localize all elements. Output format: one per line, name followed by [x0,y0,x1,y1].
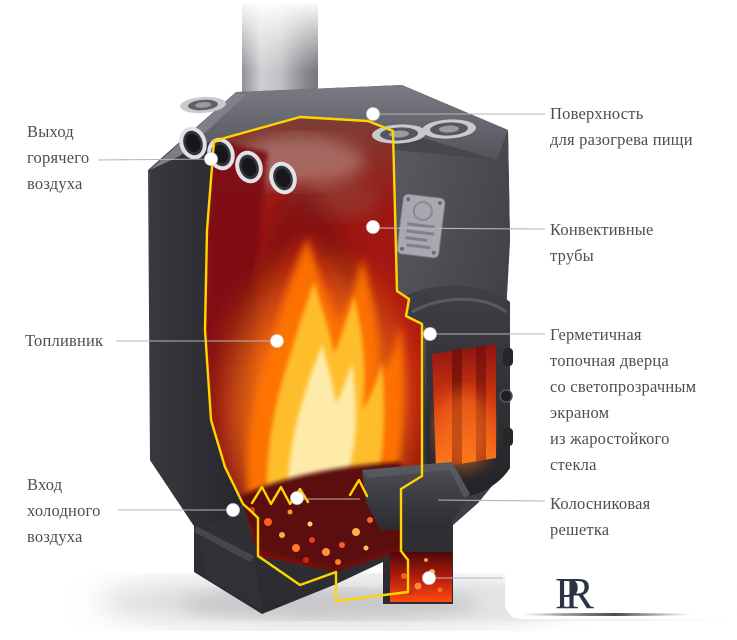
callout-dot-hot-air [204,152,218,166]
label-fire-door: Герметичная топочная дверца со светопроз… [550,325,697,474]
label-firebox: Топливник [25,331,104,350]
logo-letter-r: R [564,569,594,618]
logo-letter-p: P [555,569,580,618]
door-hinge [503,428,513,446]
door-hinge [503,348,513,366]
label-cooking-surface: Поверхность для разогрева пищи [550,104,693,149]
callout-dot-tubes [366,220,380,234]
label-cold-air-inlet: Вход холодного воздуха [27,475,101,546]
label-convection-tubes: Конвективные трубы [550,220,654,265]
logo-card: PR [505,562,736,619]
ash-drawer-opening [390,552,452,602]
callout-dot-surface [366,107,380,121]
callout-dot-door [423,327,437,341]
callout-dot-grate [290,491,304,505]
grate-bars-outline [250,485,310,506]
manufacturer-badge [396,193,446,259]
pr-logo-monogram: PR [555,572,594,616]
callout-dots [204,107,437,585]
label-hot-air-exit: Выход горячего воздуха [27,122,90,193]
cutaway-edge-highlight [203,115,424,603]
left-leg [194,526,262,610]
leader-line-tubes [372,227,546,230]
leader-line-hot-air [97,158,212,161]
leader-lines [97,113,546,579]
label-grate: Колосниковая решетка [550,494,651,539]
stove-top-surface [150,85,508,170]
callout-dot-cold-air [226,503,240,517]
door-latch [499,389,513,403]
ash-shelf [362,462,470,530]
callout-dot-firebox [270,334,284,348]
callout-dot-ash [422,571,436,585]
logo-swoosh [519,613,693,616]
stove-left-face [150,140,243,526]
leader-line-grate-right [437,499,546,502]
